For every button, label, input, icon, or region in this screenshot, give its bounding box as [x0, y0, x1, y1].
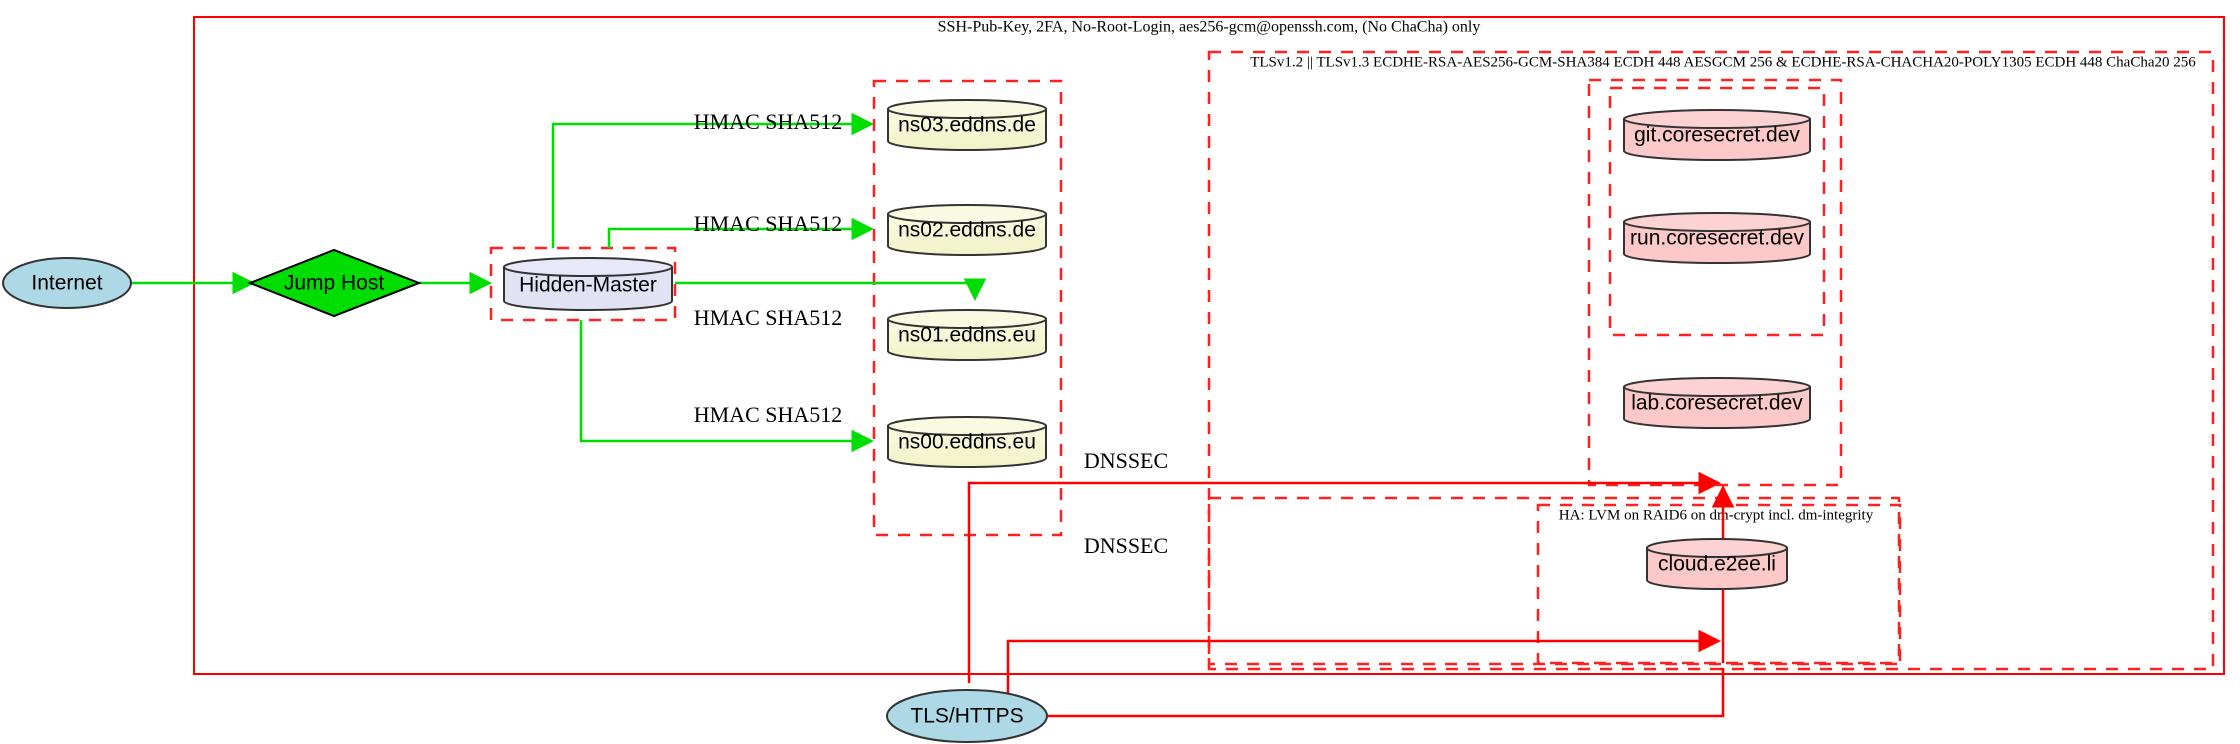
node-jump-host[interactable]: Jump Host: [247, 248, 422, 318]
node-git-coresecret[interactable]: git.coresecret.dev: [1623, 109, 1811, 161]
edge-hiddenmaster-to-ns01: [675, 278, 987, 301]
git-cyl-top: [1623, 109, 1811, 129]
coresecret-services-cluster: [1587, 78, 1843, 487]
edge-label-dnssec-lower: DNSSEC: [1084, 533, 1168, 558]
edge-tls-right: [1047, 668, 1725, 718]
hidden-master-cyl-top: [503, 257, 673, 277]
ns01-cyl-body: [887, 318, 1047, 361]
git-cyl-body: [1623, 118, 1811, 161]
jump-host-diamond: [247, 248, 422, 318]
git-run-subcluster: [1608, 86, 1826, 337]
edge-label-hmac-ns03: HMAC SHA512: [694, 109, 843, 134]
internet-ellipse: [2, 257, 132, 309]
run-cyl-body: [1623, 221, 1811, 264]
edge-dnssec-lower: [1006, 629, 1721, 700]
ssh-boundary-box: [193, 16, 2225, 675]
tls-policy-label: TLSv1.2 || TLSv1.3 ECDHE-RSA-AES256-GCM-…: [1250, 54, 2196, 70]
edge-label-dnssec-upper: DNSSEC: [1084, 448, 1168, 473]
jump-host-label: Jump Host: [284, 272, 385, 295]
node-tls-https[interactable]: TLS/HTTPS: [886, 689, 1048, 743]
node-cloud-e2ee[interactable]: cloud.e2ee.li: [1646, 538, 1788, 590]
ns00-cyl-top: [887, 416, 1047, 436]
edge-hiddenmaster-to-ns00: [579, 320, 874, 453]
internet-label: Internet: [31, 272, 102, 295]
run-cyl-top: [1623, 212, 1811, 232]
run-label: run.coresecret.dev: [1630, 227, 1804, 250]
ns02-label: ns02.eddns.de: [898, 219, 1036, 242]
node-hidden-master[interactable]: Hidden-Master: [503, 257, 673, 311]
node-internet[interactable]: Internet: [2, 257, 132, 309]
edge-label-hmac-ns02: HMAC SHA512: [694, 211, 843, 236]
ns03-cyl-top: [887, 99, 1047, 119]
ha-policy-cluster: [1207, 496, 1901, 666]
edge-hiddenmaster-to-ns03: [551, 112, 874, 248]
git-label: git.coresecret.dev: [1634, 124, 1800, 147]
edge-dnssec-upper: [967, 471, 1721, 683]
edge-label-hmac-ns00: HMAC SHA512: [694, 402, 843, 427]
dns-servers-cluster: [872, 79, 1063, 537]
node-ns01[interactable]: ns01.eddns.eu: [887, 309, 1047, 361]
edge-label-hmac-ns01: HMAC SHA512: [694, 305, 843, 330]
ns02-cyl-top: [887, 204, 1047, 224]
node-lab-coresecret[interactable]: lab.coresecret.dev: [1623, 377, 1811, 429]
ns03-cyl-body: [887, 108, 1047, 151]
ns02-cyl-body: [887, 213, 1047, 256]
lab-cyl-body: [1623, 386, 1811, 429]
tls-https-label: TLS/HTTPS: [910, 705, 1023, 728]
cloud-cyl-top: [1646, 538, 1788, 558]
hidden-master-label: Hidden-Master: [519, 274, 657, 297]
ha-policy-label: HA: LVM on RAID6 on dm-crypt incl. dm-in…: [1559, 507, 1874, 523]
ns01-label: ns01.eddns.eu: [898, 324, 1036, 347]
ns01-cyl-top: [887, 309, 1047, 329]
lab-label: lab.coresecret.dev: [1631, 392, 1803, 415]
ns00-cyl-body: [887, 425, 1047, 468]
tls-policy-cluster: [1207, 50, 2215, 671]
node-ns00[interactable]: ns00.eddns.eu: [887, 416, 1047, 468]
ns00-label: ns00.eddns.eu: [898, 431, 1036, 454]
ns03-label: ns03.eddns.de: [898, 114, 1036, 137]
ssh-boundary-label: SSH-Pub-Key, 2FA, No-Root-Login, aes256-…: [938, 19, 1481, 36]
tls-https-ellipse: [886, 689, 1048, 743]
node-ns03[interactable]: ns03.eddns.de: [887, 99, 1047, 151]
edge-hiddenmaster-to-ns02: [607, 217, 874, 248]
cloud-cyl-body: [1646, 547, 1788, 590]
node-run-coresecret[interactable]: run.coresecret.dev: [1623, 212, 1811, 264]
lab-cyl-top: [1623, 377, 1811, 397]
node-ns02[interactable]: ns02.eddns.de: [887, 204, 1047, 256]
hidden-master-cyl-body: [503, 266, 673, 311]
cloud-label: cloud.e2ee.li: [1658, 553, 1776, 576]
